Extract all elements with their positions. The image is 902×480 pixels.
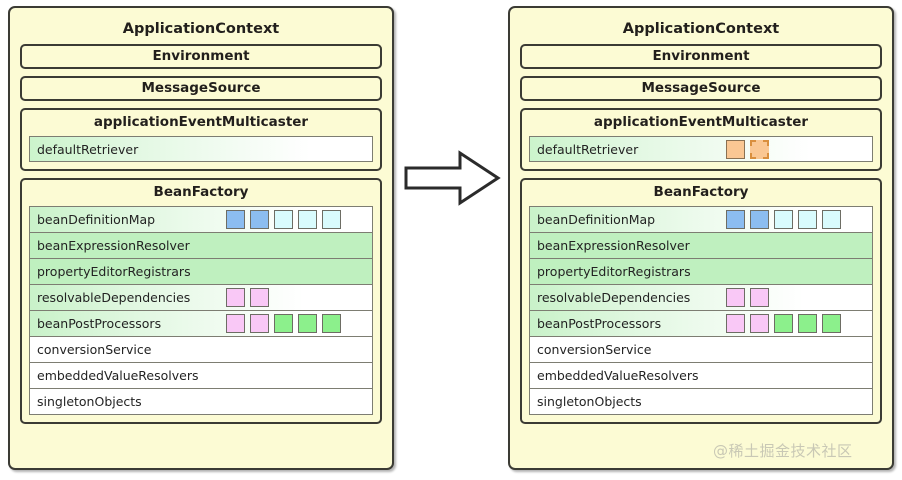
chip-green [322, 314, 341, 333]
row-label: embeddedValueResolvers [537, 368, 699, 383]
environment-box-left: Environment [20, 44, 382, 69]
table-row: beanDefinitionMap [29, 206, 373, 233]
row-label: beanDefinitionMap [537, 212, 656, 227]
row-label: defaultRetriever [37, 141, 139, 157]
row-label: beanExpressionResolver [537, 238, 690, 253]
chip-group [726, 311, 841, 336]
table-row: beanExpressionResolver [29, 232, 373, 259]
chip-green [774, 314, 793, 333]
table-row: conversionService [29, 336, 373, 363]
row-label: singletonObjects [37, 394, 142, 409]
application-event-multicaster-box-left: applicationEventMulticaster defaultRetri… [20, 108, 382, 171]
bean-factory-box-left: BeanFactory beanDefinitionMap beanExpress… [20, 178, 382, 424]
chip-blue [250, 210, 269, 229]
row-label: resolvableDependencies [537, 290, 691, 305]
chip-cyan [774, 210, 793, 229]
table-row: embeddedValueResolvers [529, 362, 873, 389]
row-label: propertyEditorRegistrars [37, 264, 191, 279]
chip-pink [250, 288, 269, 307]
table-row: conversionService [529, 336, 873, 363]
message-source-box-left: MessageSource [20, 76, 382, 101]
chip-pink [250, 314, 269, 333]
table-row: beanDefinitionMap [529, 206, 873, 233]
chip-green [274, 314, 293, 333]
right-arrow-svg [404, 150, 501, 206]
table-row: beanPostProcessors [29, 310, 373, 337]
watermark: @稀土掘金技术社区 [713, 442, 853, 460]
chip-pink [750, 288, 769, 307]
bean-factory-rows-right: beanDefinitionMap beanExpressionResolver p… [529, 206, 873, 415]
default-retriever-row-right: defaultRetriever [529, 136, 873, 162]
chip-blue [226, 210, 245, 229]
chip-cyan [298, 210, 317, 229]
chip-group-right-multicaster [726, 137, 769, 161]
chip-blue [750, 210, 769, 229]
chip-pink [726, 288, 745, 307]
row-label: singletonObjects [537, 394, 642, 409]
chip-pink [750, 314, 769, 333]
chip-group [226, 207, 341, 232]
table-row: singletonObjects [29, 388, 373, 415]
application-context-panel-left: ApplicationContext Environment MessageSo… [8, 6, 394, 470]
row-label: conversionService [537, 342, 652, 357]
chip-group [726, 285, 769, 310]
table-row: singletonObjects [529, 388, 873, 415]
application-context-panel-right: ApplicationContext Environment MessageSo… [508, 6, 894, 470]
row-label: propertyEditorRegistrars [537, 264, 691, 279]
table-row: resolvableDependencies [529, 284, 873, 311]
message-source-box-right: MessageSource [520, 76, 882, 101]
row-label: conversionService [37, 342, 152, 357]
environment-box-right: Environment [520, 44, 882, 69]
chip-green [798, 314, 817, 333]
table-row: beanExpressionResolver [529, 232, 873, 259]
table-row: resolvableDependencies [29, 284, 373, 311]
row-label: defaultRetriever [537, 141, 639, 157]
chip-orange-dashed [750, 139, 769, 159]
bean-factory-title-right: BeanFactory [653, 184, 749, 200]
table-row: beanPostProcessors [529, 310, 873, 337]
table-row: embeddedValueResolvers [29, 362, 373, 389]
row-label: beanPostProcessors [37, 316, 162, 331]
chip-cyan [822, 210, 841, 229]
row-label: beanPostProcessors [537, 316, 662, 331]
multicaster-title-left: applicationEventMulticaster [93, 114, 309, 130]
page-title-right: ApplicationContext [622, 21, 780, 37]
chip-green [298, 314, 317, 333]
multicaster-title-right: applicationEventMulticaster [593, 114, 809, 130]
bean-factory-rows-left: beanDefinitionMap beanExpressionResolver p… [29, 206, 373, 415]
bean-factory-box-right: BeanFactory beanDefinitionMap beanExpress… [520, 178, 882, 424]
default-retriever-row-left: defaultRetriever [29, 136, 373, 162]
chip-cyan [274, 210, 293, 229]
chip-pink [226, 314, 245, 333]
application-event-multicaster-box-right: applicationEventMulticaster defaultRetri… [520, 108, 882, 171]
chip-pink [226, 288, 245, 307]
chip-orange [726, 139, 745, 159]
table-row: propertyEditorRegistrars [29, 258, 373, 285]
bean-factory-title-left: BeanFactory [153, 184, 249, 200]
chip-green [822, 314, 841, 333]
row-label: resolvableDependencies [37, 290, 191, 305]
chip-group [226, 311, 341, 336]
chip-blue [726, 210, 745, 229]
chip-group [226, 285, 269, 310]
chip-pink [726, 314, 745, 333]
row-label: beanDefinitionMap [37, 212, 156, 227]
chip-cyan [322, 210, 341, 229]
row-label: beanExpressionResolver [37, 238, 190, 253]
page-title-left: ApplicationContext [122, 21, 280, 37]
chip-cyan [798, 210, 817, 229]
chip-group [726, 207, 841, 232]
table-row: propertyEditorRegistrars [529, 258, 873, 285]
row-label: embeddedValueResolvers [37, 368, 199, 383]
right-arrow-icon [402, 148, 502, 208]
